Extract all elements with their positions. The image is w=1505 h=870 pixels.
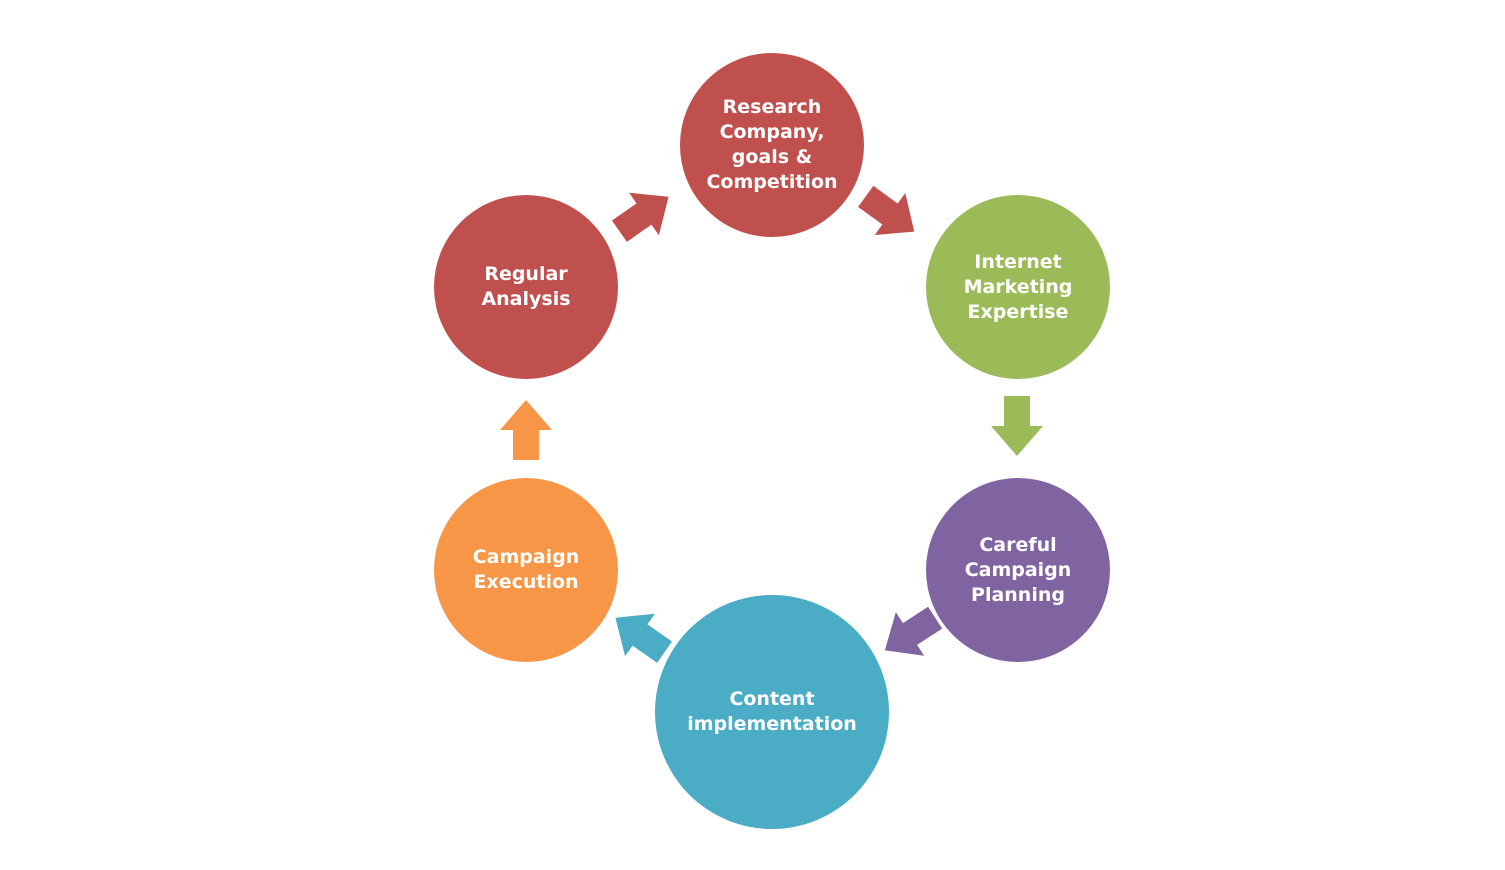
node-content-implementation: Content implementation [655, 595, 889, 829]
node-careful-campaign-planning: Careful Campaign Planning [926, 478, 1110, 662]
node-regular-analysis: Regular Analysis [434, 195, 618, 379]
arrow-execution-to-analysis [500, 400, 552, 460]
arrow-analysis-to-research [611, 192, 669, 242]
arrow-careful-to-content [884, 606, 943, 656]
node-campaign-execution: Campaign Execution [434, 478, 618, 662]
node-internet-marketing-expertise: Internet Marketing Expertise [926, 195, 1110, 379]
arrow-research-to-internet [858, 185, 915, 236]
arrow-content-to-execution [615, 613, 673, 663]
node-research-company-goals-competition: Research Company, goals & Competition [680, 53, 864, 237]
arrow-internet-to-careful [991, 396, 1043, 456]
